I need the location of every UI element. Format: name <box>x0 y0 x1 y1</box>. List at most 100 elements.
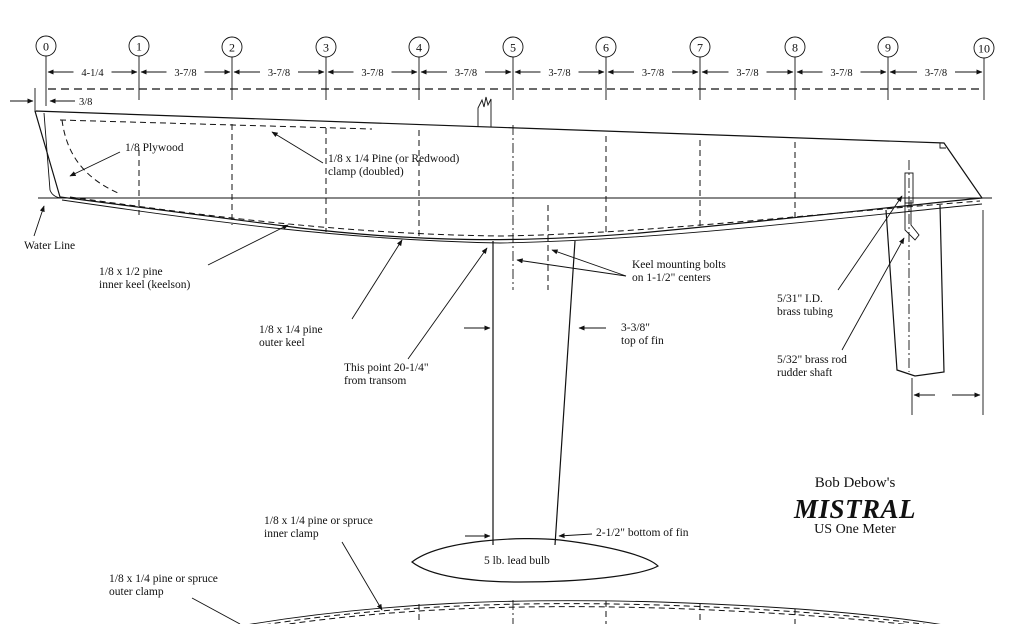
plywood-inner-line <box>43 112 63 199</box>
spacing-4: 3-7/8 <box>420 68 512 79</box>
spacing-8: 3-7/8 <box>796 68 887 79</box>
water-line-label: Water Line <box>24 240 75 252</box>
outer-keel-leader <box>351 239 403 320</box>
rod-leader <box>841 237 905 351</box>
bulb-label: 5 lb. lead bulb <box>484 555 550 567</box>
station-5: 5 <box>502 36 524 100</box>
plywood-leader <box>69 151 121 177</box>
station-number: 10 <box>978 42 990 56</box>
spacing-0: 4-1/4 <box>47 68 138 79</box>
spacing-3: 3-7/8 <box>327 68 418 79</box>
station-9: 9 <box>877 36 899 100</box>
deck-plan-inner-clamp <box>285 606 907 624</box>
rod-label-2: rudder shaft <box>777 367 833 379</box>
clamp-label-2: clamp (doubled) <box>328 166 404 178</box>
outer-clamp-label-1: 1/8 x 1/4 pine or spruce <box>109 573 218 585</box>
inner-clamp-label-1: 1/8 x 1/4 pine or spruce <box>264 515 373 527</box>
outer-keel-line <box>61 199 983 244</box>
deck-plan-outline <box>249 600 941 624</box>
station-number: 1 <box>136 40 142 54</box>
title-class: US One Meter <box>814 522 896 537</box>
outer-clamp-label-2: outer clamp <box>109 586 164 598</box>
station-7: 7 <box>689 36 711 100</box>
transom-detail <box>939 143 946 149</box>
bolts-leader-2 <box>551 249 627 277</box>
station-10: 10 <box>973 37 995 100</box>
spacing-label: 3-7/8 <box>736 68 758 79</box>
station-8: 8 <box>784 36 806 100</box>
rod-label-1: 5/32" brass rod <box>777 354 847 366</box>
fin-bottom-label: 2-1/2" bottom of fin <box>596 527 689 539</box>
station-number: 9 <box>885 41 891 55</box>
station-0: 0 <box>35 35 57 106</box>
outer-keel-label-1: 1/8 x 1/4 pine <box>259 324 323 336</box>
keelson-line <box>69 196 981 237</box>
station-markers: 0 1 2 3 4 5 6 7 8 9 10 <box>35 35 995 106</box>
title-author: Bob Debow's <box>815 475 896 491</box>
inner-clamp-leader <box>341 541 383 611</box>
clamp-leader <box>271 131 324 164</box>
fin-top-label-1: 3-3/8" <box>621 322 650 334</box>
spacing-1: 3-7/8 <box>140 68 231 79</box>
mast-stub <box>477 96 492 127</box>
point-label-1: This point 20-1/4" <box>344 362 429 374</box>
spacing-label: 3-7/8 <box>925 68 947 79</box>
keelson-leader <box>207 224 289 266</box>
station-number: 2 <box>229 41 235 55</box>
fin-bottom-arrow-right <box>558 533 593 539</box>
station-4: 4 <box>408 36 430 100</box>
outer-keel-label-2: outer keel <box>259 337 305 349</box>
station-number: 5 <box>510 41 516 55</box>
bow-offset-label: 3/8 <box>79 97 92 108</box>
bolts-label-2: on 1-1/2" centers <box>632 272 711 284</box>
lead-bulb <box>411 538 659 583</box>
station-2: 2 <box>221 36 243 100</box>
hull-station-lines <box>138 124 796 290</box>
point-label-2: from transom <box>344 375 406 387</box>
station-spacing-dimensions: 4-1/4 3-7/8 3-7/8 3-7/8 3-7/8 3-7/8 3-7/8 3-7/8… <box>47 68 983 79</box>
clamp-label-1: 1/8 x 1/4 Pine (or Redwood) <box>328 153 459 165</box>
clamp-dashed-line <box>59 119 373 130</box>
keelson-label-2: inner keel (keelson) <box>99 279 190 291</box>
spacing-2: 3-7/8 <box>233 68 325 79</box>
spacing-label: 3-7/8 <box>830 68 852 79</box>
spacing-label: 3-7/8 <box>642 68 664 79</box>
bow-dashed-curve <box>61 119 119 194</box>
spacing-label: 3-7/8 <box>174 68 196 79</box>
deck-plan-station-lines <box>418 600 796 624</box>
outer-clamp-leader <box>191 597 241 624</box>
spacing-6: 3-7/8 <box>607 68 699 79</box>
tubing-label-1: 5/31" I.D. <box>777 293 823 305</box>
spacing-7: 3-7/8 <box>701 68 794 79</box>
station-number: 0 <box>43 40 49 54</box>
rudder <box>885 204 945 377</box>
point-leader <box>407 247 488 360</box>
plywood-label: 1/8 Plywood <box>125 142 184 154</box>
station-1: 1 <box>128 35 150 100</box>
bolts-leader-1 <box>516 258 627 277</box>
spacing-label: 3-7/8 <box>268 68 290 79</box>
deck-plan-outer-clamp <box>266 603 926 624</box>
spacing-5: 3-7/8 <box>514 68 605 79</box>
keel-fin <box>492 240 576 546</box>
spacing-label: 3-7/8 <box>548 68 570 79</box>
station-3: 3 <box>315 36 337 100</box>
hull-outline <box>34 110 984 241</box>
station-number: 7 <box>697 41 703 55</box>
tubing-leader <box>837 195 903 291</box>
inner-clamp-label-2: inner clamp <box>264 528 319 540</box>
tubing-label-2: brass tubing <box>777 306 833 318</box>
station-number: 8 <box>792 41 798 55</box>
bolts-label-1: Keel mounting bolts <box>632 259 726 271</box>
station-number: 4 <box>416 41 422 55</box>
spacing-9: 3-7/8 <box>889 68 983 79</box>
title-name: MISTRAL <box>793 494 916 524</box>
water-line-leader <box>33 205 45 237</box>
spacing-label: 4-1/4 <box>81 68 104 79</box>
station-6: 6 <box>595 36 617 100</box>
spacing-label: 3-7/8 <box>361 68 383 79</box>
spacing-label: 3-7/8 <box>455 68 477 79</box>
rudder-shaft <box>904 200 920 241</box>
station-number: 6 <box>603 41 609 55</box>
